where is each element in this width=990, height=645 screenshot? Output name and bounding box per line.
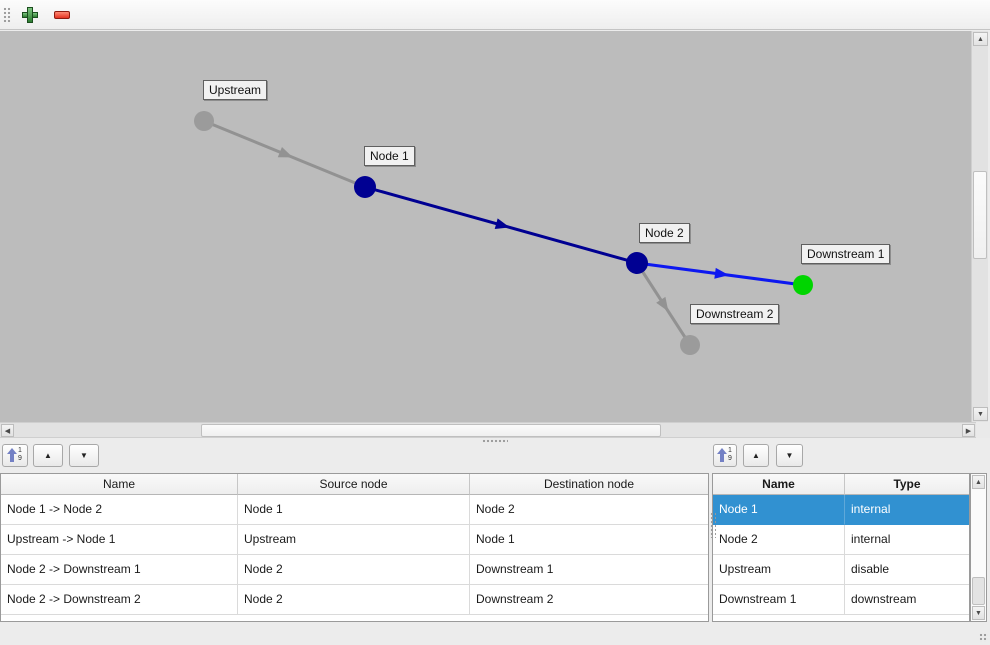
tables-splitter[interactable] bbox=[710, 512, 716, 538]
scroll-down-icon[interactable]: ▼ bbox=[972, 606, 985, 620]
table-cell[interactable]: Upstream bbox=[238, 525, 470, 555]
resize-grip[interactable] bbox=[979, 633, 988, 642]
edge-move-down-button[interactable]: ▼ bbox=[69, 444, 99, 467]
column-header[interactable]: Name bbox=[713, 474, 845, 495]
table-cell[interactable]: Node 2 -> Downstream 1 bbox=[1, 555, 238, 585]
panel-splitter[interactable] bbox=[0, 438, 990, 444]
table-cell[interactable]: Upstream bbox=[713, 555, 845, 585]
column-header[interactable]: Destination node bbox=[470, 474, 708, 495]
up-arrow-icon: ▲ bbox=[752, 451, 760, 460]
graph-horizontal-scrollbar[interactable]: ◀ ▶ bbox=[0, 422, 976, 438]
edge-move-up-button[interactable]: ▲ bbox=[33, 444, 63, 467]
graph-svg bbox=[194, 111, 813, 355]
node-label[interactable]: Node 1 bbox=[364, 146, 415, 166]
table-cell[interactable]: downstream bbox=[845, 585, 969, 615]
node-label[interactable]: Node 2 bbox=[639, 223, 690, 243]
node-label[interactable]: Downstream 2 bbox=[690, 304, 780, 324]
scroll-up-icon[interactable]: ▲ bbox=[973, 32, 988, 46]
up-arrow-icon: ▲ bbox=[44, 451, 52, 460]
table-cell[interactable]: Downstream 1 bbox=[470, 555, 708, 585]
toolbar-drag-handle[interactable] bbox=[3, 7, 11, 24]
table-cell[interactable]: internal bbox=[845, 495, 969, 525]
column-header[interactable]: Type bbox=[845, 474, 969, 495]
graph-vertical-scrollbar[interactable]: ▲ ▼ bbox=[971, 31, 988, 422]
add-plus-icon bbox=[22, 7, 38, 23]
remove-minus-icon bbox=[54, 11, 70, 19]
node-table-scroll-thumb[interactable] bbox=[972, 577, 985, 605]
graph-node[interactable] bbox=[626, 252, 648, 274]
edge-arrow-icon bbox=[277, 147, 293, 158]
table-cell[interactable]: Downstream 1 bbox=[713, 585, 845, 615]
column-header[interactable]: Source node bbox=[238, 474, 470, 495]
table-cell[interactable]: Upstream -> Node 1 bbox=[1, 525, 238, 555]
main-toolbar bbox=[0, 0, 990, 30]
table-cell[interactable]: Node 1 bbox=[470, 525, 708, 555]
scroll-down-icon[interactable]: ▼ bbox=[973, 407, 988, 421]
table-cell[interactable]: Node 2 -> Downstream 2 bbox=[1, 585, 238, 615]
node-move-down-button[interactable]: ▼ bbox=[776, 444, 803, 467]
table-cell[interactable]: disable bbox=[845, 555, 969, 585]
table-cell[interactable]: Downstream 2 bbox=[470, 585, 708, 615]
node-label[interactable]: Downstream 1 bbox=[801, 244, 891, 264]
table-cell[interactable]: Node 1 bbox=[238, 495, 470, 525]
column-header[interactable]: Name bbox=[1, 474, 238, 495]
node-label[interactable]: Upstream bbox=[203, 80, 268, 100]
graph-node[interactable] bbox=[793, 275, 813, 295]
scroll-left-icon[interactable]: ◀ bbox=[1, 424, 14, 437]
scroll-up-icon[interactable]: ▲ bbox=[972, 475, 985, 489]
table-cell[interactable]: Node 2 bbox=[238, 585, 470, 615]
graph-node[interactable] bbox=[354, 176, 376, 198]
table-cell[interactable]: internal bbox=[845, 525, 969, 555]
graph-node[interactable] bbox=[194, 111, 214, 131]
splitter-grip bbox=[482, 439, 508, 443]
remove-button[interactable] bbox=[51, 4, 73, 26]
node-table-scrollbar[interactable]: ▲ ▼ bbox=[970, 473, 987, 622]
edge-arrow-icon bbox=[494, 218, 510, 229]
graph-node[interactable] bbox=[680, 335, 700, 355]
table-cell[interactable]: Node 2 bbox=[470, 495, 708, 525]
vertical-scroll-thumb[interactable] bbox=[973, 171, 987, 259]
table-cell[interactable]: Node 2 bbox=[238, 555, 470, 585]
edge-arrow-icon bbox=[656, 296, 669, 312]
edge-arrow-icon bbox=[714, 267, 729, 279]
horizontal-scroll-thumb[interactable] bbox=[201, 424, 661, 437]
down-arrow-icon: ▼ bbox=[80, 451, 88, 460]
table-cell[interactable]: Node 1 bbox=[713, 495, 845, 525]
table-cell[interactable]: Node 1 -> Node 2 bbox=[1, 495, 238, 525]
table-cell[interactable]: Node 2 bbox=[713, 525, 845, 555]
down-arrow-icon: ▼ bbox=[785, 451, 794, 460]
node-move-up-button[interactable]: ▲ bbox=[743, 444, 769, 467]
scroll-right-icon[interactable]: ▶ bbox=[962, 424, 975, 437]
add-button[interactable] bbox=[19, 4, 41, 26]
scrollbar-corner bbox=[976, 422, 990, 438]
